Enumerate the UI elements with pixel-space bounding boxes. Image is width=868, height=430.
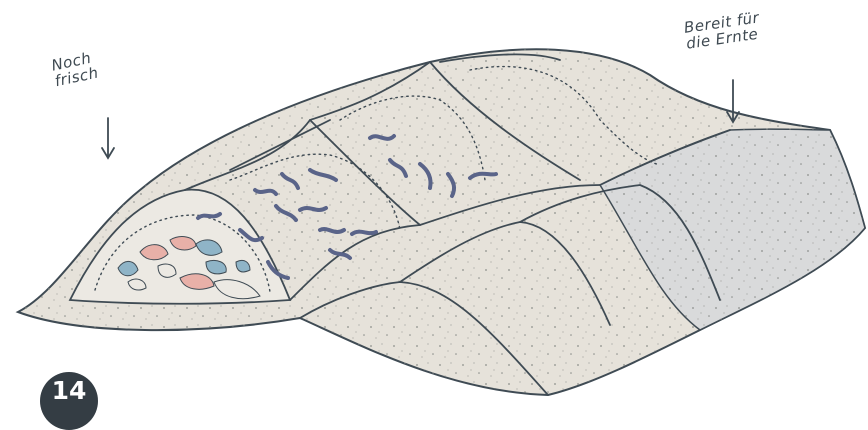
step-number: 14 <box>40 376 98 405</box>
step-badge: 14 <box>40 372 98 430</box>
arrow-down-fresh <box>102 118 114 158</box>
arrow-down-ready <box>727 80 739 122</box>
compost-heap-illustration <box>0 0 868 403</box>
